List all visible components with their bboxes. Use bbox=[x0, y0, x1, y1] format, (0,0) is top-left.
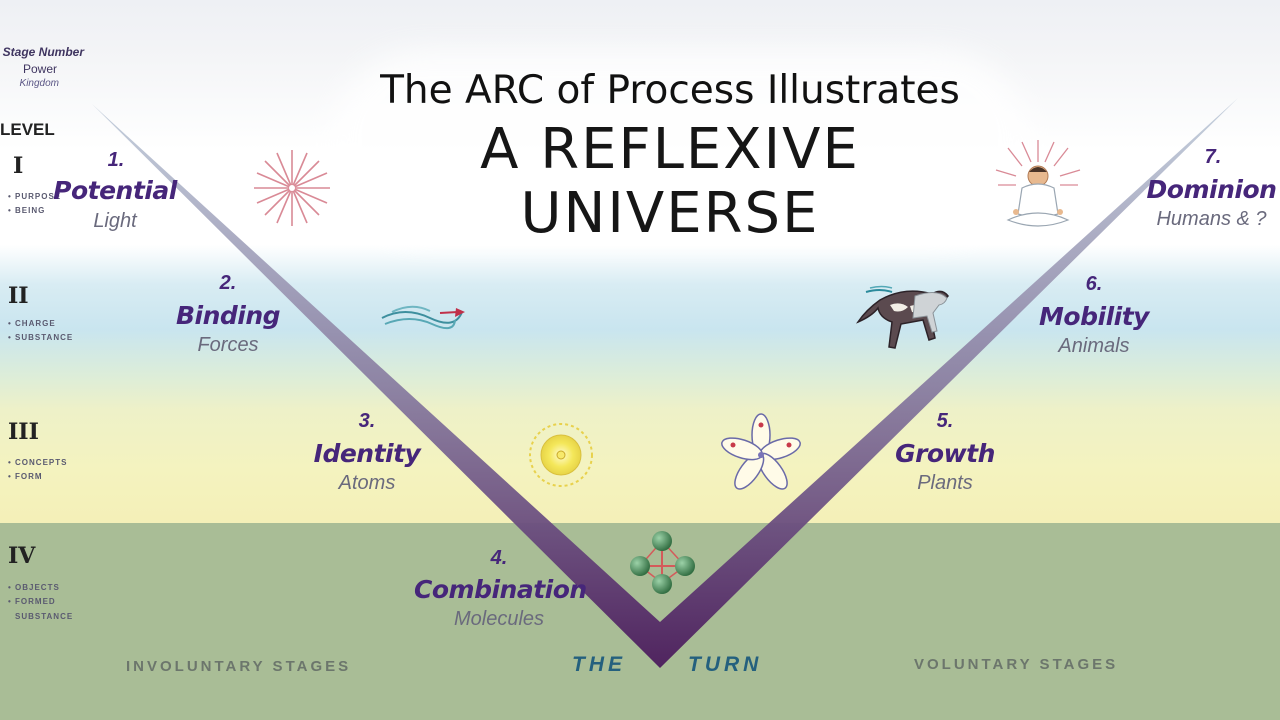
stage-1-power: Potential bbox=[53, 176, 177, 205]
stage-6-number: 6. bbox=[1085, 273, 1103, 295]
force-wave-icon bbox=[381, 305, 465, 330]
stage-5-kingdom: Plants bbox=[917, 472, 973, 494]
title-line-2: A REFLEXIVE bbox=[480, 117, 860, 182]
stage-7-kingdom: Humans & ? bbox=[1156, 208, 1267, 230]
stage-2-kingdom: Forces bbox=[197, 334, 259, 356]
level-sub: • PURPOSE bbox=[8, 192, 62, 201]
legend-kingdom: Kingdom bbox=[19, 78, 59, 89]
level-roman: IV bbox=[8, 543, 36, 569]
title-line-1: The ARC of Process Illustrates bbox=[380, 68, 960, 113]
stage-6-kingdom: Animals bbox=[1058, 335, 1130, 357]
stage-6-power: Mobility bbox=[1039, 302, 1149, 331]
flower-icon bbox=[721, 413, 801, 490]
stage-5-number: 5. bbox=[936, 410, 954, 432]
stage-1-number: 1. bbox=[107, 149, 125, 171]
light-burst-icon bbox=[254, 150, 330, 226]
level-header: LEVEL bbox=[0, 120, 55, 139]
level-sub: • SUBSTANCE bbox=[8, 333, 74, 342]
meditating-human-icon bbox=[995, 140, 1081, 227]
level-sub: • FORM bbox=[8, 472, 43, 481]
stage-3-kingdom: Atoms bbox=[338, 472, 396, 494]
level-roman: II bbox=[8, 283, 29, 309]
stage-1-kingdom: Light bbox=[93, 210, 137, 232]
level-roman: III bbox=[8, 419, 39, 445]
legend-stage-number: Stage Number bbox=[2, 45, 84, 59]
level-sub: • OBJECTS bbox=[8, 583, 60, 592]
level-sub: • CHARGE bbox=[8, 319, 56, 328]
stage-4-power: Combination bbox=[414, 575, 587, 604]
molecule-icon bbox=[630, 531, 695, 594]
stage-4-number: 4. bbox=[490, 547, 508, 569]
stage-7-power: Dominion bbox=[1146, 175, 1277, 204]
the-label: THE bbox=[572, 653, 626, 676]
stage-2-power: Binding bbox=[175, 301, 281, 330]
involuntary-stages-label: INVOLUNTARY STAGES bbox=[126, 658, 352, 675]
cloud-background bbox=[330, 50, 1030, 240]
stage-7-number: 7. bbox=[1204, 146, 1222, 168]
horses-icon bbox=[855, 285, 949, 349]
title-line-3: UNIVERSE bbox=[520, 181, 820, 246]
level-sub: SUBSTANCE bbox=[15, 612, 74, 621]
stage-3-power: Identity bbox=[313, 439, 421, 468]
atom-icon bbox=[529, 423, 593, 487]
level-sub: • CONCEPTS bbox=[8, 458, 68, 467]
turn-label: TURN bbox=[688, 653, 763, 676]
stage-4-kingdom: Molecules bbox=[453, 608, 545, 630]
stage-3-number: 3. bbox=[358, 410, 376, 432]
level-sub: • BEING bbox=[8, 206, 46, 215]
legend-power: Power bbox=[22, 62, 57, 76]
level-roman: I bbox=[13, 153, 24, 179]
voluntary-stages-label: VOLUNTARY STAGES bbox=[914, 656, 1119, 673]
level-sub: • FORMED bbox=[8, 597, 56, 606]
stage-2-number: 2. bbox=[219, 272, 237, 294]
stage-5-power: Growth bbox=[895, 439, 995, 468]
